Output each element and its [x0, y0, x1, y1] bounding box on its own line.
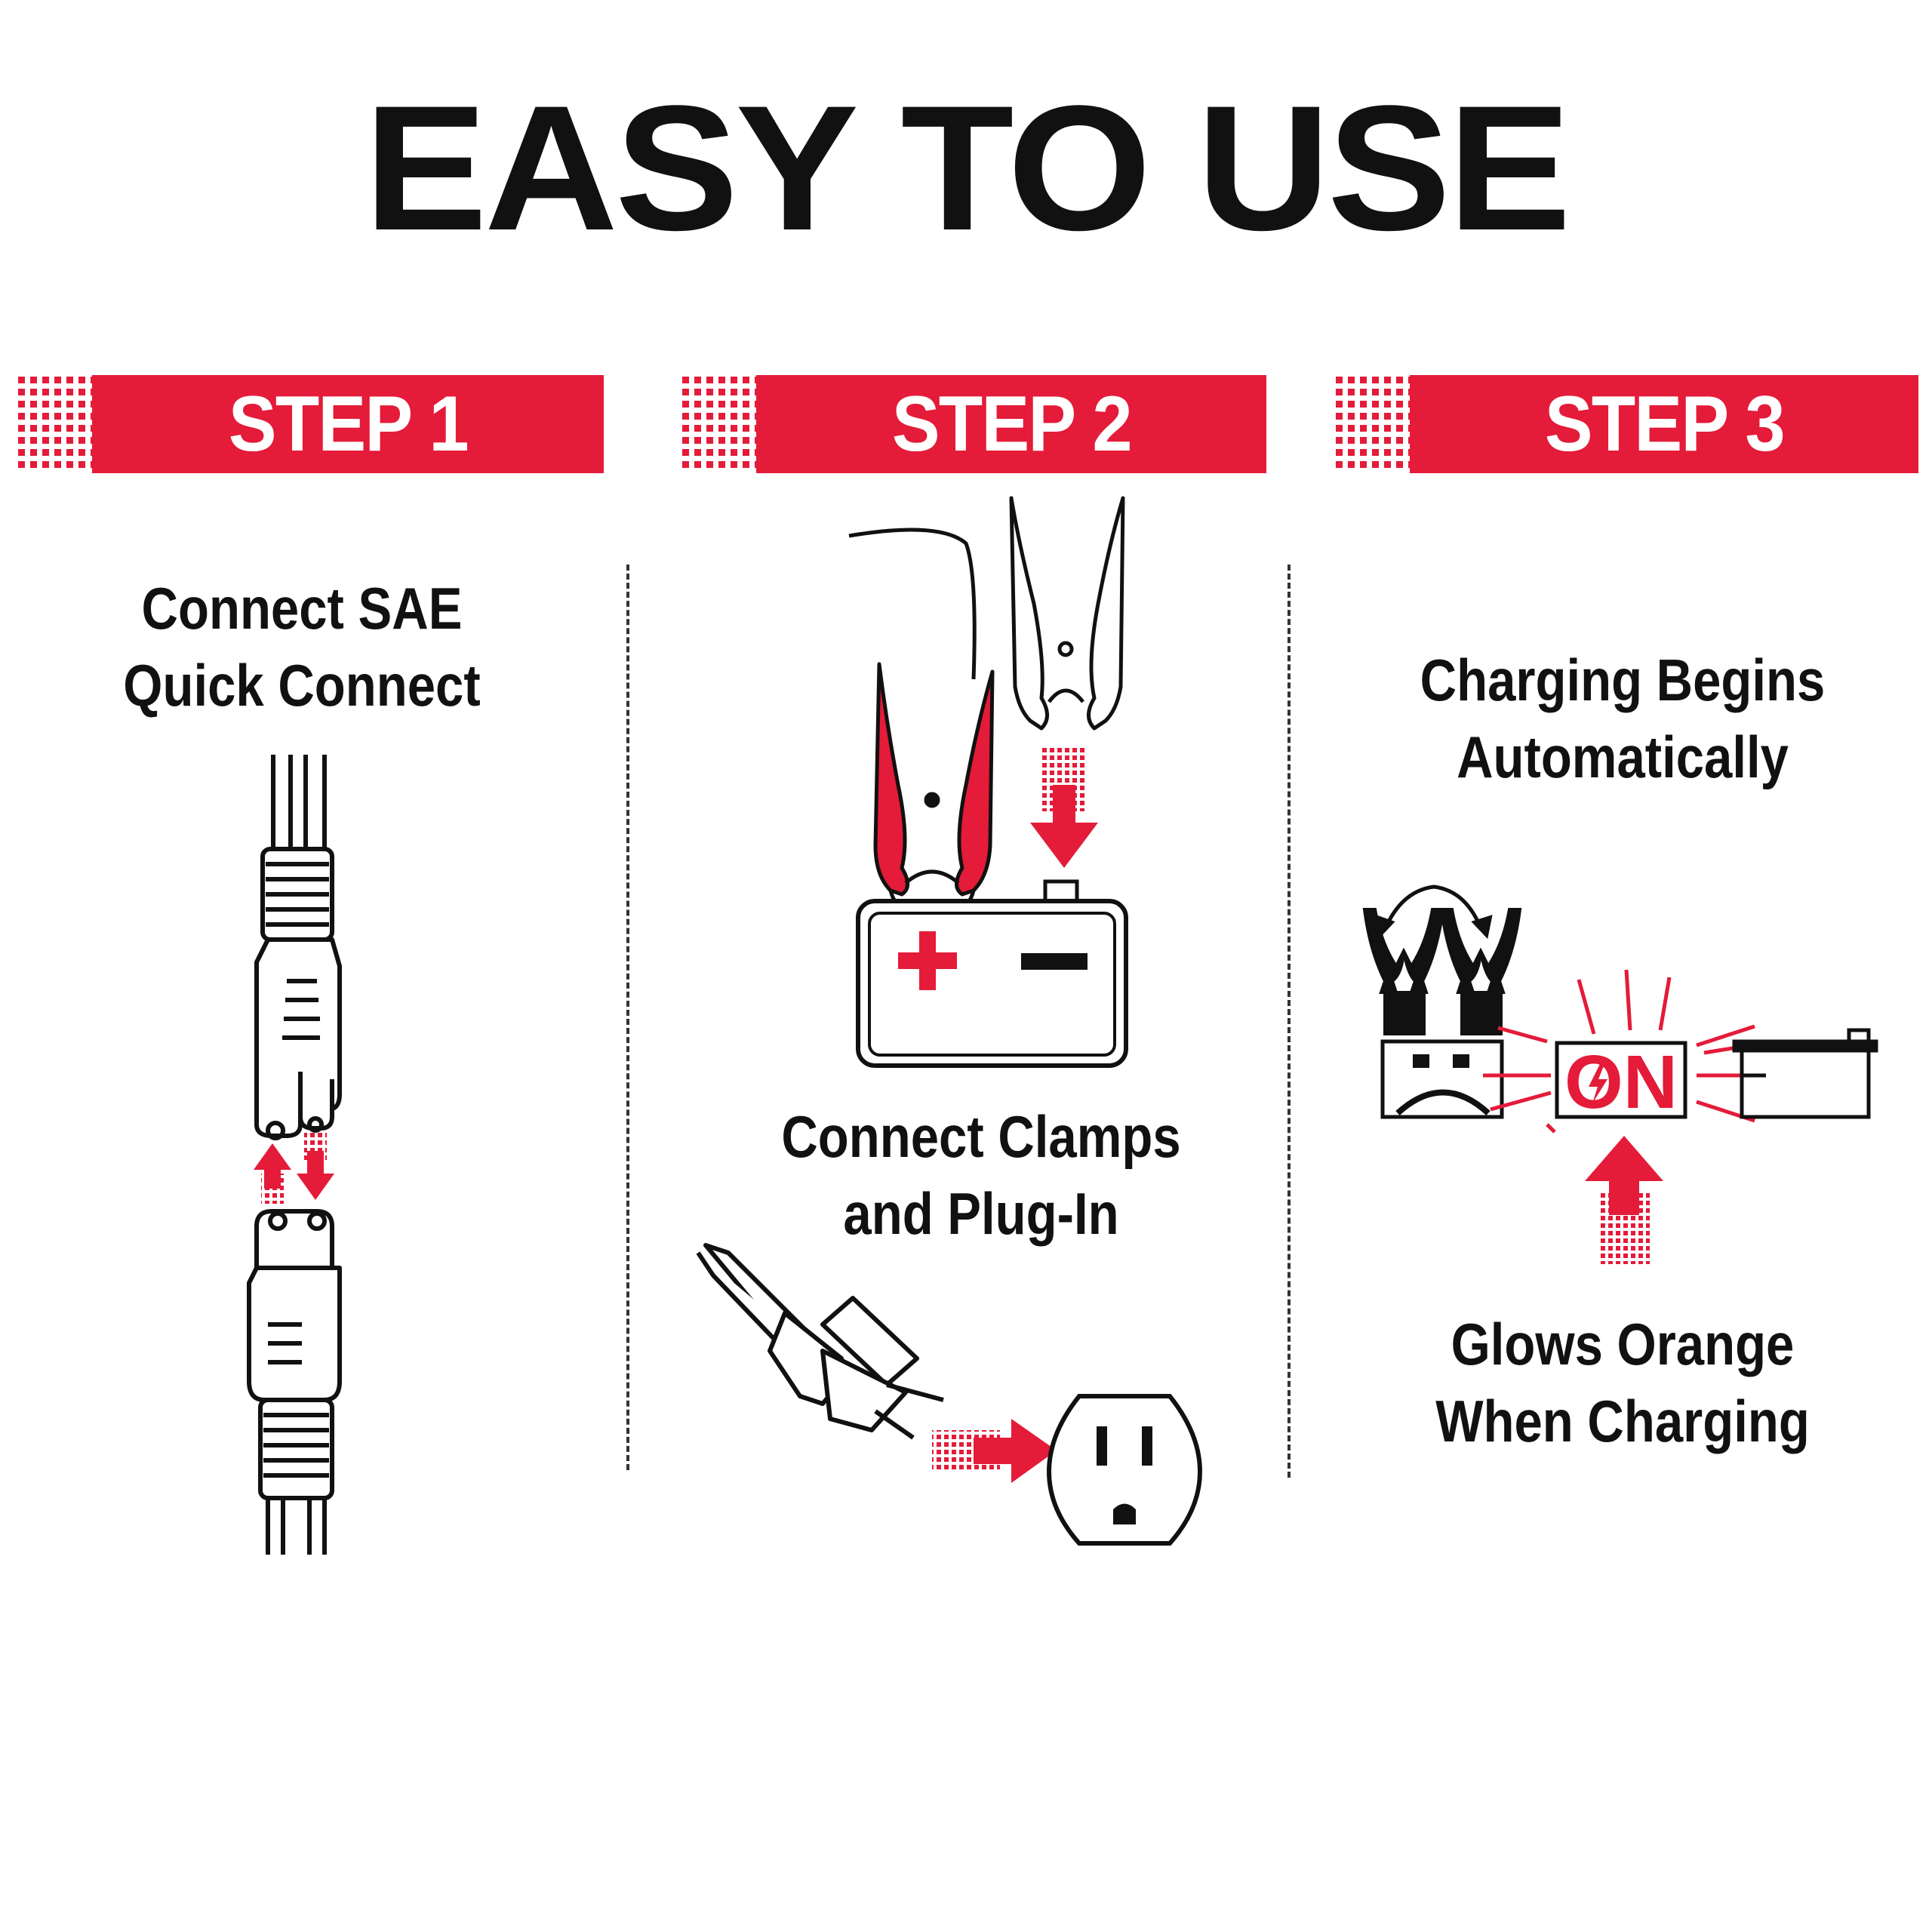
black-clamp-icon: [848, 496, 1125, 731]
sae-connector-icon: [247, 755, 342, 1555]
step-2-label: STEP 2: [891, 380, 1133, 468]
step-3-caption-bottom: Glows Orange When Charging: [1435, 1311, 1810, 1454]
step-2-banner: STEP 2: [681, 375, 1266, 473]
column-divider: [1287, 565, 1291, 1478]
page-title: EASY TO USE: [364, 69, 1571, 268]
wall-outlet-icon: [1046, 1394, 1203, 1546]
right-arrow-icon: [932, 1419, 1057, 1483]
down-arrow-icon: [1030, 747, 1098, 868]
on-indicator-text: ON: [1564, 1040, 1678, 1124]
glow-rays-icon: [1483, 969, 1755, 1134]
step-3-label: STEP 3: [1544, 380, 1786, 468]
connect-arrows-icon: [254, 1132, 334, 1204]
step-3-banner: STEP 3: [1334, 375, 1918, 473]
lightning-icon: [1589, 1064, 1607, 1103]
battery-icon: [1732, 1028, 1878, 1119]
step-1-banner: STEP 1: [17, 375, 604, 473]
clamps-icon: [1362, 884, 1522, 1035]
battery-icon: [856, 879, 1128, 1068]
column-divider: [626, 565, 629, 1470]
up-arrow-icon: [1585, 1136, 1663, 1264]
red-clamp-icon: [873, 662, 995, 912]
step-2-caption: Connect Clamps and Plug-In: [781, 1103, 1181, 1247]
step-3-caption-top: Charging Begins Automatically: [1420, 647, 1826, 790]
sad-battery-icon: [1380, 1039, 1504, 1119]
step-1-caption: Connect SAE Quick Connect: [123, 575, 481, 718]
plug-icon: [696, 1243, 944, 1440]
step-1-label: STEP 1: [228, 380, 469, 468]
on-indicator-icon: ON: [1555, 1040, 1687, 1124]
